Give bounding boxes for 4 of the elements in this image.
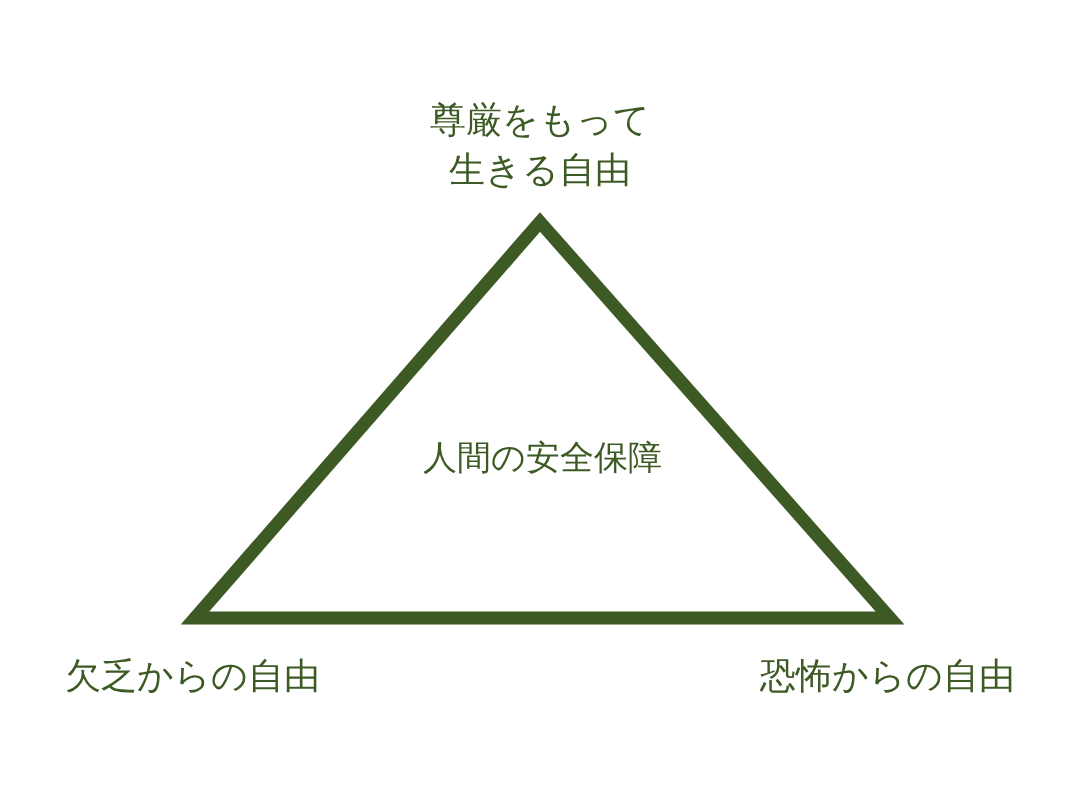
vertex-label: 尊厳をもって生きる自由 (429, 97, 651, 192)
vertex-label: 欠乏からの自由 (64, 653, 320, 698)
center-label: 人間の安全保障 (422, 436, 662, 480)
vertex-label: 恐怖からの自由 (759, 653, 1015, 698)
